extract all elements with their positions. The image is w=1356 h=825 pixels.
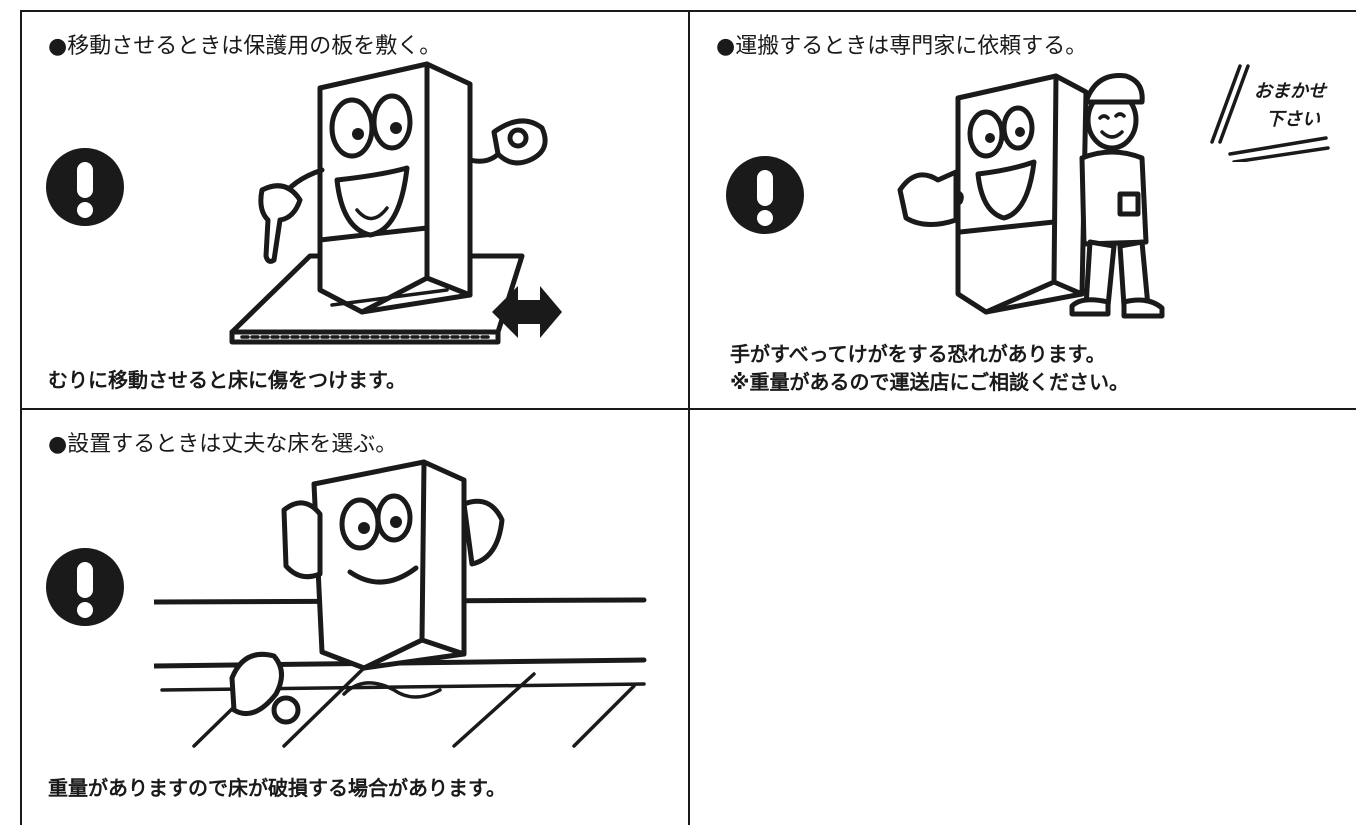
- panel-heading: ●移動させるときは保護用の板を敷く。: [48, 34, 442, 59]
- fridge-with-mover-illustration: [886, 62, 1186, 324]
- speech-bubble: [1210, 62, 1330, 162]
- fridge-on-floor-illustration: [154, 454, 654, 748]
- speech-line: おまかせ: [1254, 81, 1326, 102]
- panel-warning-note: 重量がありますので床が破損する場合があります。: [48, 776, 506, 800]
- panel-warning-note: むりに移動させると床に傷をつけます。: [48, 368, 406, 392]
- grid-center-divider: [688, 10, 690, 825]
- exclamation-icon: [46, 548, 124, 626]
- panel-warning-note: 手がすべってけがをする恐れがあります。: [730, 342, 1106, 366]
- panel-heading: ●設置するときは丈夫な床を選ぶ。: [48, 432, 398, 457]
- panel-hire-mover: ●運搬するときは専門家に依頼する。: [690, 12, 1356, 408]
- fridge-on-board-illustration: [222, 50, 562, 355]
- panel-warning-note: ※重量があるので運送店にご相談ください。: [730, 370, 1130, 394]
- exclamation-icon: [46, 148, 124, 226]
- panel-sturdy-floor: ●設置するときは丈夫な床を選ぶ。 重量がありますので床が破損する場合がありま: [22, 410, 688, 825]
- panel-heading: ●運搬するときは専門家に依頼する。: [716, 34, 1088, 59]
- panel-move-with-board: ●移動させるときは保護用の板を敷く。: [22, 12, 688, 408]
- speech-line: 下さい: [1266, 109, 1320, 130]
- grid-left-border: [20, 10, 22, 825]
- exclamation-icon: [726, 156, 804, 234]
